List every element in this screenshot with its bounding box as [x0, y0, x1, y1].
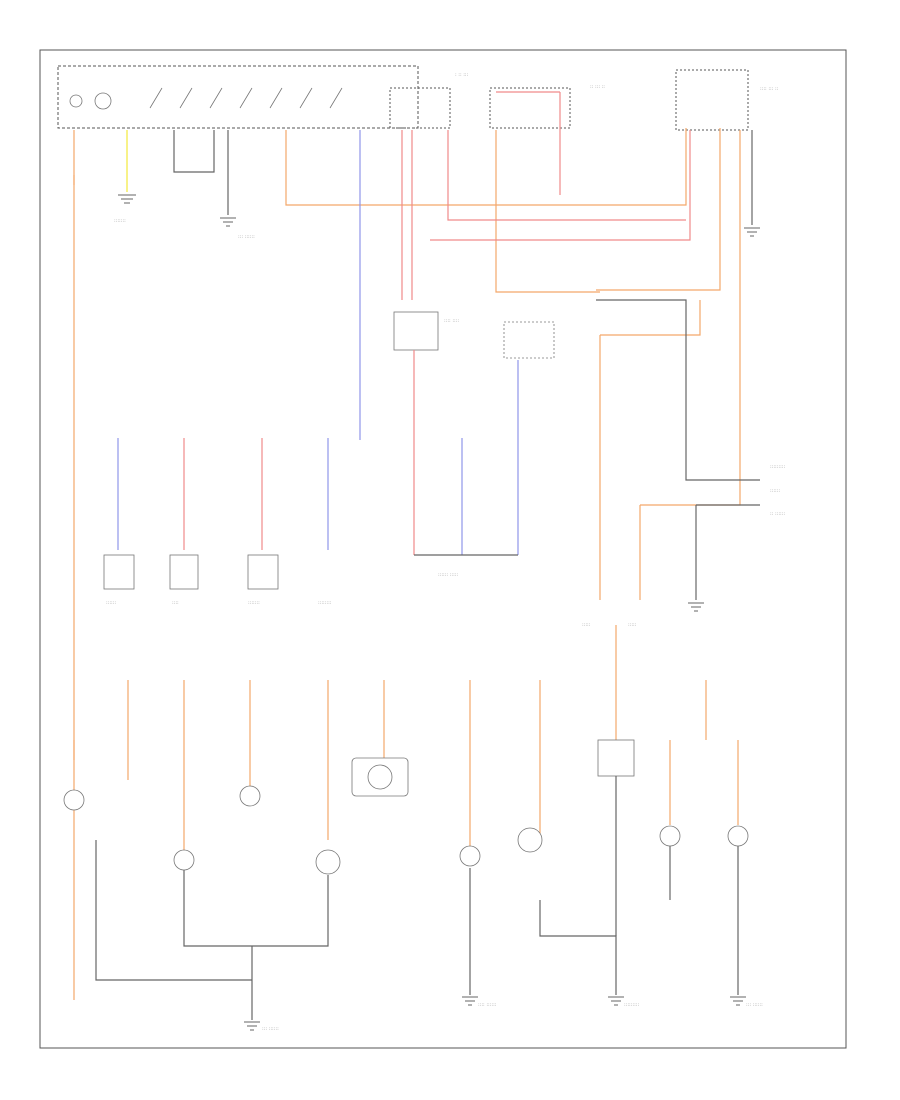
svg-text::::::::::: ::::::::: — [770, 464, 785, 470]
svg-text:::: ::::::: ::: :::::: — [746, 1002, 763, 1008]
svg-text::::::: :::::: :::::: ::::: — [438, 572, 458, 578]
svg-text:::::::::: :::::::: — [318, 600, 332, 606]
svg-text::::::::::: ::::::::: — [624, 1002, 639, 1008]
svg-text:::::::: :::::: — [770, 488, 780, 494]
diagram-border — [39, 49, 847, 1049]
lamps — [63, 739, 749, 875]
svg-text::::: ::: ::: :::: ::: :: — [760, 86, 779, 92]
relay-module-box — [393, 311, 439, 351]
svg-text::::::::: ::::::: — [248, 600, 260, 606]
svg-text::::::: ::::: — [582, 622, 591, 628]
svg-text::::: ::::::: :::: :::::: — [478, 1002, 497, 1008]
svg-text:: :: :::: : :: ::: — [455, 72, 469, 78]
orange-harness — [285, 128, 741, 600]
svg-text::: ::::::: :: :::::: — [770, 511, 785, 517]
yellow-ground-wire: ::::::: — [114, 130, 136, 224]
svg-text::::::::: ::::::: — [114, 218, 126, 224]
bottom-return-wires: ::: :::::: :::: :::::: ::::::::: ::: :::… — [95, 776, 763, 1032]
bottom-lamp-feeds — [127, 625, 739, 860]
top-connector-strip: : :: ::: :: ::: :: :::: ::: :: — [57, 65, 779, 131]
middle-components: :::::: :::: ::::::: :::::::: :::::: ::::… — [103, 554, 637, 628]
svg-text:::::::: :::::: — [106, 600, 116, 606]
svg-text::: ::: ::: :: ::: :: — [590, 84, 605, 90]
right-gray-wires: ::::::::: :::::: :: :::::: — [596, 130, 785, 612]
svg-text:::: ::::::: ::: :::::: — [238, 234, 255, 240]
svg-text:::::: :::: — [172, 600, 179, 606]
svg-text::::: ::::: :::: :::: — [444, 318, 459, 324]
svg-text::::::: ::::: — [628, 622, 637, 628]
middle-stub-wires — [117, 350, 519, 556]
fuse-block-box — [503, 321, 555, 359]
svg-text:::: ::::::: ::: :::::: — [262, 1026, 279, 1032]
gray-loop-wire — [173, 130, 215, 173]
red-harness — [401, 91, 691, 300]
